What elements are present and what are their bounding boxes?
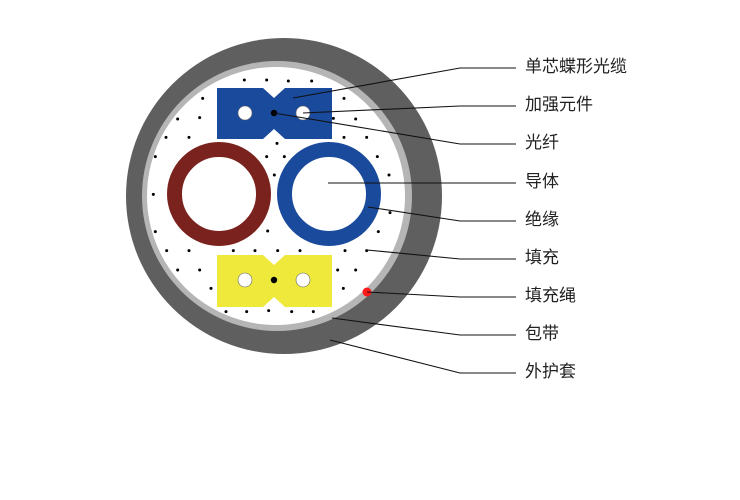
filler-dot [387,173,391,177]
filler-dot [231,249,235,253]
label-single-core-drop-cable: 单芯蝶形光缆 [525,57,627,77]
filler-dot [276,249,280,253]
label-outer-sheath: 外护套 [525,362,576,382]
filler-dot [290,310,294,314]
leader-line-outer-sheath [329,339,516,374]
leader-line-filler-rope [366,291,516,298]
filler-dot [354,117,358,121]
filler-dot [153,155,157,159]
label-insulation: 绝缘 [525,210,559,230]
leader-line-single-core-drop-cable [292,67,516,99]
filler-dot [376,230,380,234]
filler-dot [187,249,191,253]
filler-dot [198,268,202,272]
filler-dot [151,192,155,196]
filler-dot [245,310,249,314]
filler-dot [209,286,213,290]
leader-line-filler [366,249,516,260]
filler-dot [365,135,369,139]
leader-line-strength-member [302,105,516,114]
label-filler: 填充 [525,248,559,268]
filler-dot [272,173,276,177]
filler-dot [286,79,290,83]
filler-area [147,67,405,325]
strength-member-right-bottom [295,272,311,288]
label-filler-rope: 填充绳 [525,286,576,306]
filler-dot [176,268,180,272]
leader-line-optical-fiber [273,112,516,145]
label-conductor: 导体 [525,172,559,192]
filler-dot [242,78,246,82]
filler-dot [354,268,358,272]
leader-line-wrapping-tape [331,317,516,336]
filler-dot [336,268,340,272]
insulation-right [277,142,381,246]
filler-dot [341,286,345,290]
filler-dot [342,96,346,100]
filler-dot [298,249,302,253]
strength-member-left [237,105,253,121]
filler-dot [266,229,270,233]
filler-dot [265,155,269,159]
filler-dot [267,309,271,313]
filler-dot [201,96,205,100]
label-strength-member: 加强元件 [525,95,593,115]
filler-dot [375,155,379,159]
filler-dot [153,230,157,234]
label-optical-fiber: 光纤 [525,133,559,153]
filler-dot [388,211,392,215]
leader-line-insulation [367,206,516,222]
filler-dot [311,310,315,314]
filler-dot [310,79,314,83]
filler-dots [151,78,392,314]
filler-dot [187,135,191,139]
filler-dot [164,135,168,139]
filler-dot [342,135,346,139]
filler-dot [224,310,228,314]
filler-dot [343,249,347,253]
filler-dot [282,155,286,159]
filler-dot [265,78,269,82]
leader-lines [273,67,516,374]
label-wrapping-tape: 包带 [525,324,559,344]
filler-dot [253,249,257,253]
filler-dot [198,116,202,120]
filler-dot [165,249,169,253]
filler-dot [275,141,279,145]
strength-member-left-bottom [237,272,253,288]
optical-fiber-bottom [270,276,278,284]
insulation-left [167,142,271,246]
filler-dot [331,116,335,120]
filler-dot [176,117,180,121]
